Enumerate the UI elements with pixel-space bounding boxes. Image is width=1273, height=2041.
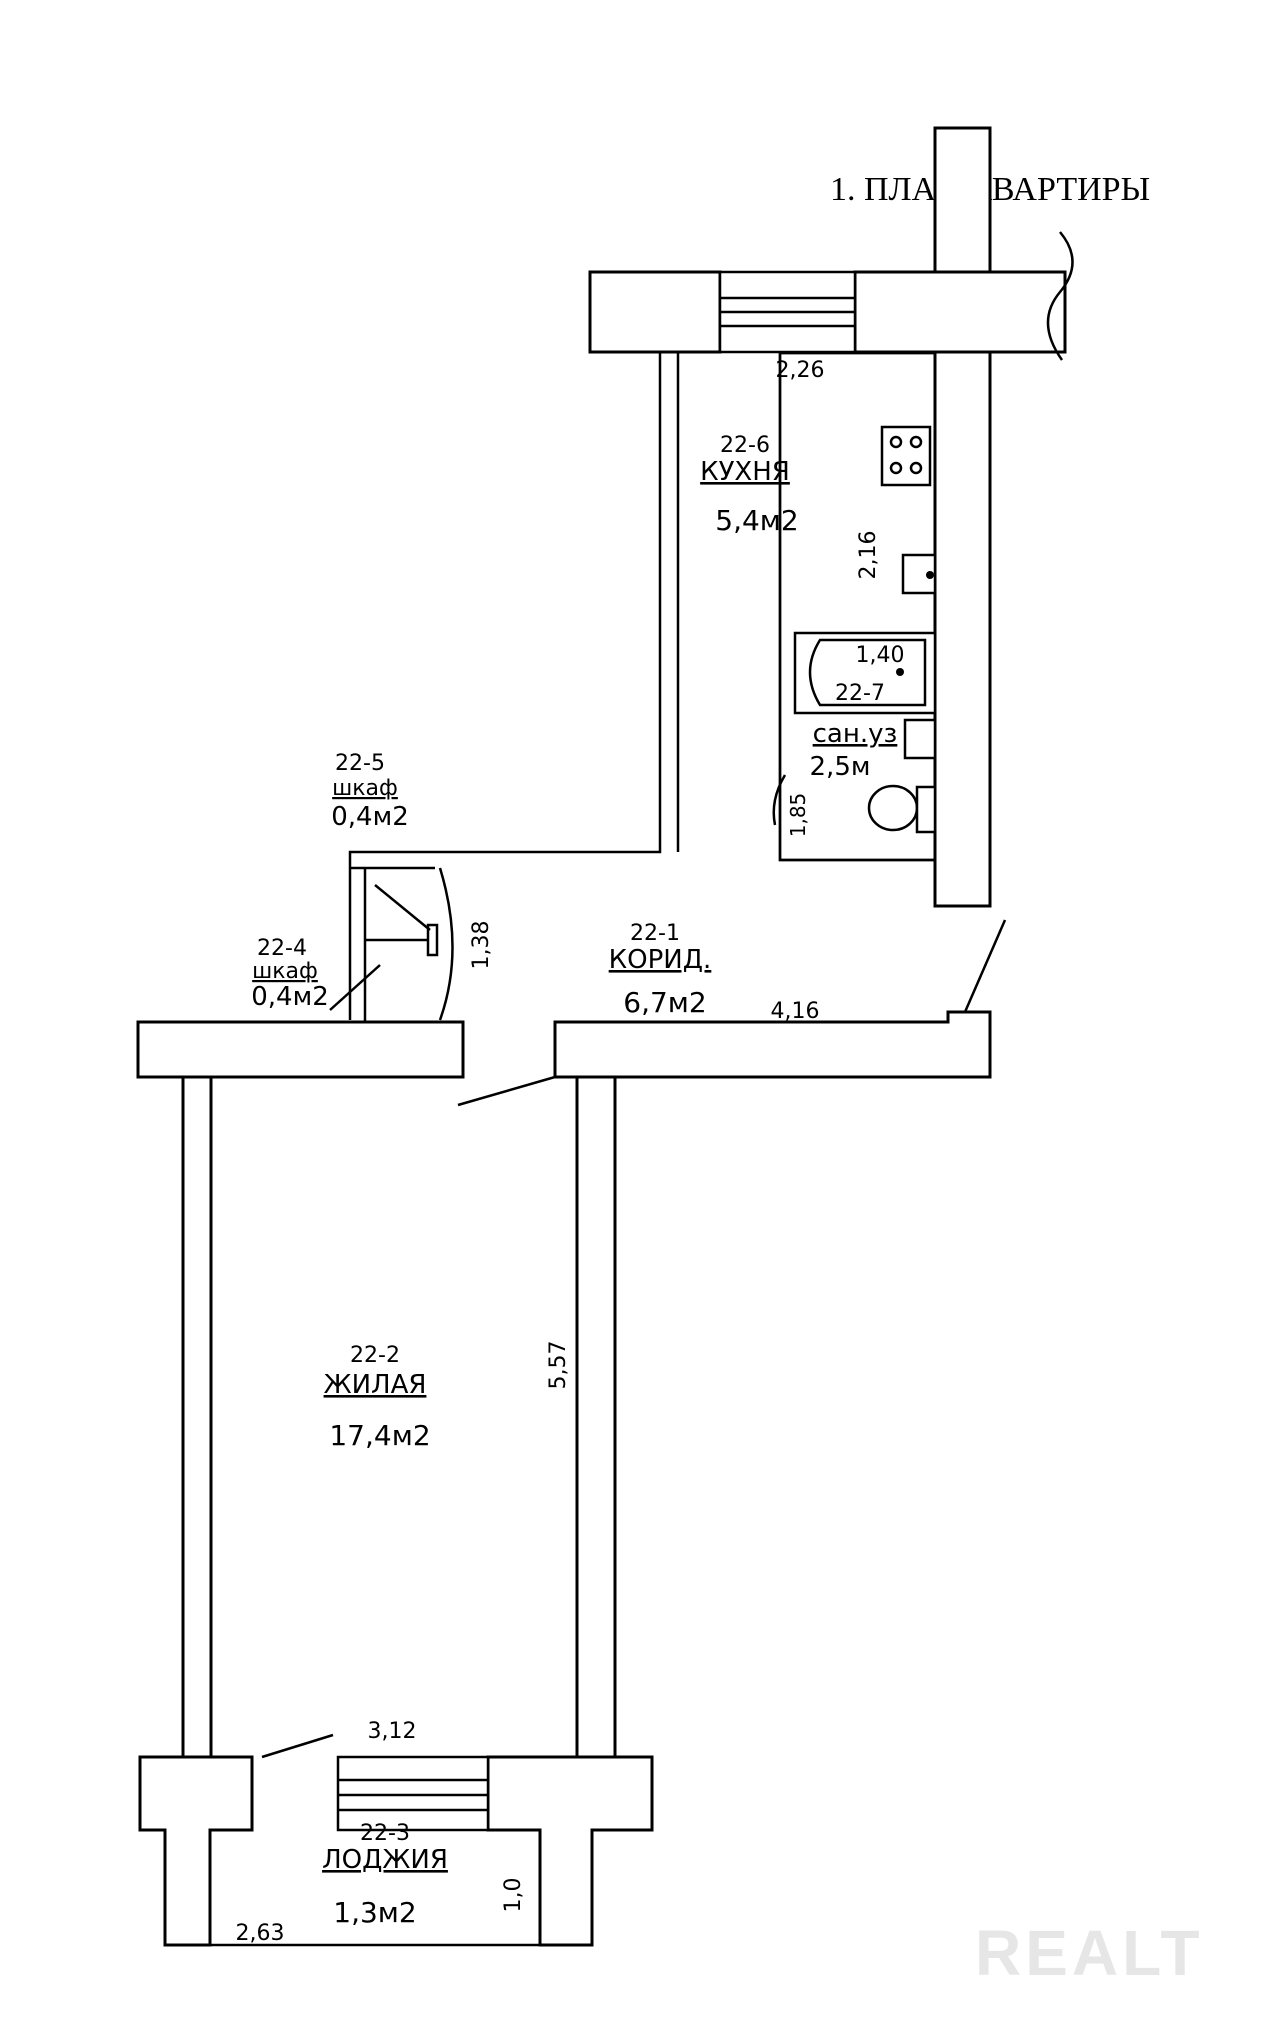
exterior-wall-top-left (588, 270, 722, 354)
living-name: ЖИЛАЯ (324, 1370, 427, 1400)
closet5-area: 0,4м2 (331, 802, 409, 832)
kitchen-width-dim: 2,26 (776, 358, 825, 383)
living-width-dim: 3,12 (368, 1719, 417, 1744)
living-wall-left (181, 1075, 213, 1759)
bath-door-swing (772, 774, 787, 826)
kitchen-window (718, 270, 857, 354)
bathtub-icon (793, 631, 937, 715)
bathroom-box (778, 351, 937, 862)
toilet-icon (867, 784, 937, 834)
corridor-name: КОРИД. (609, 945, 712, 975)
living-length-dim: 5,57 (546, 1341, 571, 1390)
corridor-area: 6,7м2 (623, 986, 706, 1019)
closet4-area: 0,4м2 (251, 982, 329, 1012)
bath-sink-icon (903, 718, 937, 760)
kitchen-area: 5,4м2 (715, 504, 798, 537)
corridor-id: 22-1 (630, 921, 680, 946)
kitchen-sink-icon (901, 553, 937, 595)
corridor-wall-left (136, 1020, 465, 1079)
loggia-wall-right (486, 1755, 654, 1947)
watermark: REALT (975, 1917, 1204, 1989)
living-area: 17,4м2 (329, 1419, 430, 1452)
bath-depth-dim: 1,85 (786, 793, 810, 838)
exterior-wall-top-right (853, 270, 1067, 354)
closets (329, 866, 454, 1022)
bathroom-area: 2,5м (810, 752, 871, 782)
break-line (1046, 231, 1074, 361)
closet5-id: 22-5 (335, 751, 385, 776)
living-window (336, 1755, 490, 1832)
loggia-id: 22-3 (360, 1821, 410, 1846)
kitchen-id: 22-6 (720, 433, 770, 458)
bathroom-name: сан.уз (813, 719, 898, 749)
corridor-length-dim: 4,16 (771, 999, 820, 1024)
loggia-depth-dim: 1,0 (501, 1878, 526, 1913)
living-door-swing (457, 1075, 556, 1107)
kitchen-depth-dim: 2,16 (856, 531, 881, 580)
bath-width-dim: 1,40 (856, 643, 905, 668)
living-wall-right (575, 1075, 617, 1759)
loggia-wall-left (138, 1755, 254, 1947)
kitchen-left-wall (348, 352, 662, 1020)
living-id: 22-2 (350, 1343, 400, 1368)
loggia-width-dim: 2,63 (236, 1921, 285, 1946)
loggia-area: 1,3м2 (333, 1896, 416, 1929)
exterior-wall-right (933, 126, 992, 908)
closet4-id: 22-4 (257, 936, 307, 961)
living-dim-line (261, 1733, 334, 1759)
loggia-name: ЛОДЖИЯ (322, 1845, 448, 1875)
closet-depth-dim: 1,38 (469, 921, 494, 970)
entrance-door-swing (963, 919, 1007, 1013)
closet4-name: шкаф (252, 959, 318, 984)
closet5-name: шкаф (332, 776, 398, 801)
bathroom-id: 22-7 (835, 681, 885, 706)
stove-icon (880, 425, 932, 487)
kitchen-name: КУХНЯ (700, 457, 790, 487)
